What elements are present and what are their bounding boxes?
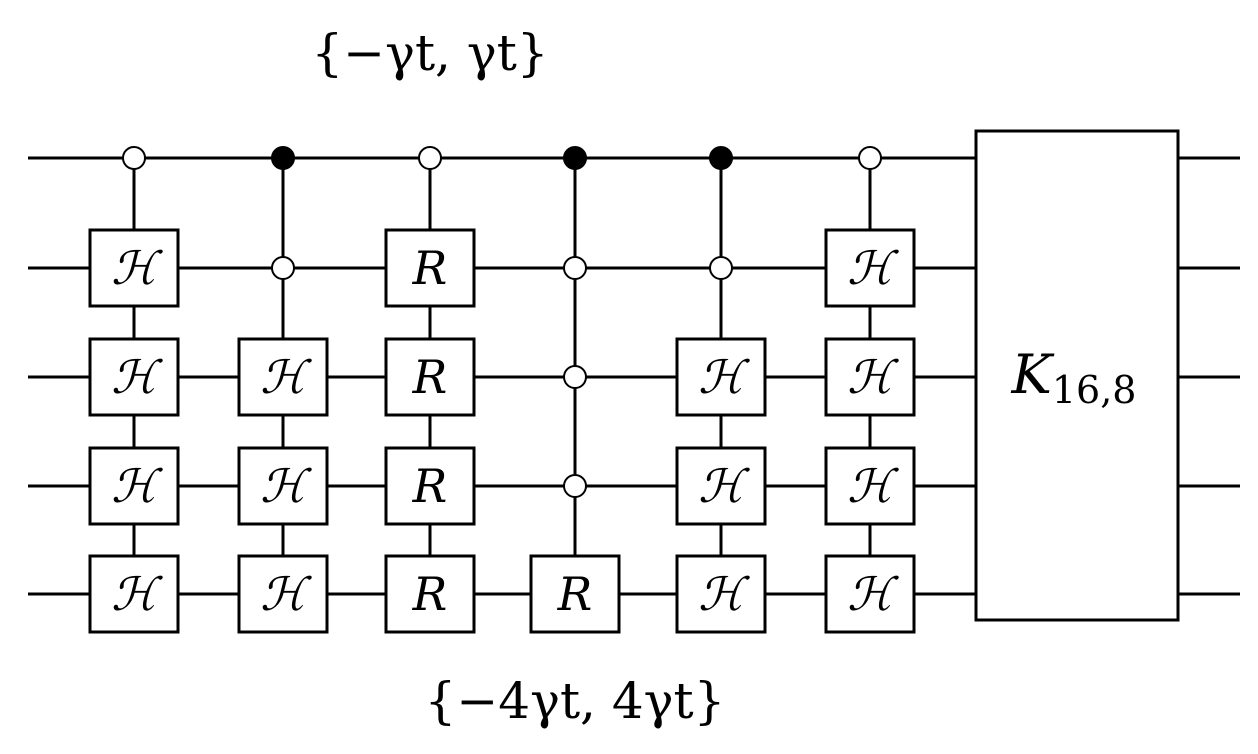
gate-label: ℋ: [847, 567, 899, 621]
hadamard-gate: ℋ: [88, 446, 180, 526]
k-block-box: [974, 129, 1180, 622]
k-block: K16,8: [974, 129, 1180, 622]
hadamard-gate: ℋ: [88, 337, 180, 417]
gate-box: [384, 446, 476, 526]
gate-box: [237, 446, 329, 526]
filled-control-dot: [709, 146, 733, 170]
open-control-dot: [858, 146, 882, 170]
gate-box: [237, 337, 329, 417]
gate-box: [529, 554, 621, 634]
gate-box: [237, 554, 329, 634]
gate-box: [824, 228, 916, 308]
hadamard-gate: ℋ: [675, 554, 767, 634]
gate-label: R: [412, 567, 448, 621]
open-control-dot: [271, 256, 295, 280]
filled-control-dot: [271, 146, 295, 170]
hadamard-gate: ℋ: [824, 446, 916, 526]
gate-label: ℋ: [260, 567, 312, 621]
gate-label: ℋ: [847, 350, 899, 404]
hadamard-gate: ℋ: [675, 446, 767, 526]
gate-box: [88, 554, 180, 634]
k-block-symbol: K: [1011, 343, 1055, 406]
hadamard-gate: ℋ: [237, 337, 329, 417]
gate-label: R: [412, 459, 448, 513]
hadamard-gate: ℋ: [88, 554, 180, 634]
open-control-dot: [563, 365, 587, 389]
rotation-gate: R: [384, 446, 476, 526]
hadamard-gate: ℋ: [675, 337, 767, 417]
gate-box: [675, 446, 767, 526]
gate-label: ℋ: [698, 567, 750, 621]
gate-label: ℋ: [847, 241, 899, 295]
gate-box: [824, 337, 916, 417]
hadamard-gate: ℋ: [88, 228, 180, 308]
hadamard-gate: ℋ: [237, 446, 329, 526]
gate-label: ℋ: [847, 459, 899, 513]
open-control-dot: [122, 146, 146, 170]
hadamard-gate: ℋ: [237, 554, 329, 634]
gate-box: [824, 554, 916, 634]
gate-box: [675, 554, 767, 634]
gate-label: ℋ: [260, 459, 312, 513]
k-block-subscript: 16,8: [1052, 368, 1137, 412]
rotation-gate: R: [529, 554, 621, 634]
open-control-dot: [418, 146, 442, 170]
gate-box: [675, 337, 767, 417]
gate-label: ℋ: [111, 241, 163, 295]
bottom-parameter-set: {−4γt, 4γt}: [425, 672, 726, 730]
hadamard-gate: ℋ: [824, 554, 916, 634]
hadamard-gate: ℋ: [824, 337, 916, 417]
rotation-gate: R: [384, 337, 476, 417]
gate-label: ℋ: [698, 459, 750, 513]
open-control-dot: [563, 474, 587, 498]
gate-box: [384, 228, 476, 308]
gate-label: ℋ: [698, 350, 750, 404]
gate-label: ℋ: [111, 567, 163, 621]
gate-label: R: [557, 567, 593, 621]
top-parameter-set: {−γt, γt}: [311, 24, 548, 82]
gate-label: ℋ: [111, 350, 163, 404]
gate-box: [88, 446, 180, 526]
gate-box: [384, 337, 476, 417]
rotation-gate: R: [384, 554, 476, 634]
gate-label: ℋ: [260, 350, 312, 404]
k-block-label: K16,8: [1011, 343, 1137, 412]
filled-control-dot: [563, 146, 587, 170]
gate-box: [824, 446, 916, 526]
open-control-dot: [563, 256, 587, 280]
rotation-gate: R: [384, 228, 476, 308]
open-control-dot: [709, 256, 733, 280]
gate-label: ℋ: [111, 459, 163, 513]
gate-label: R: [412, 350, 448, 404]
hadamard-gate: ℋ: [824, 228, 916, 308]
gate-box: [88, 228, 180, 308]
gate-box: [88, 337, 180, 417]
gate-box: [384, 554, 476, 634]
gate-label: R: [412, 241, 448, 295]
